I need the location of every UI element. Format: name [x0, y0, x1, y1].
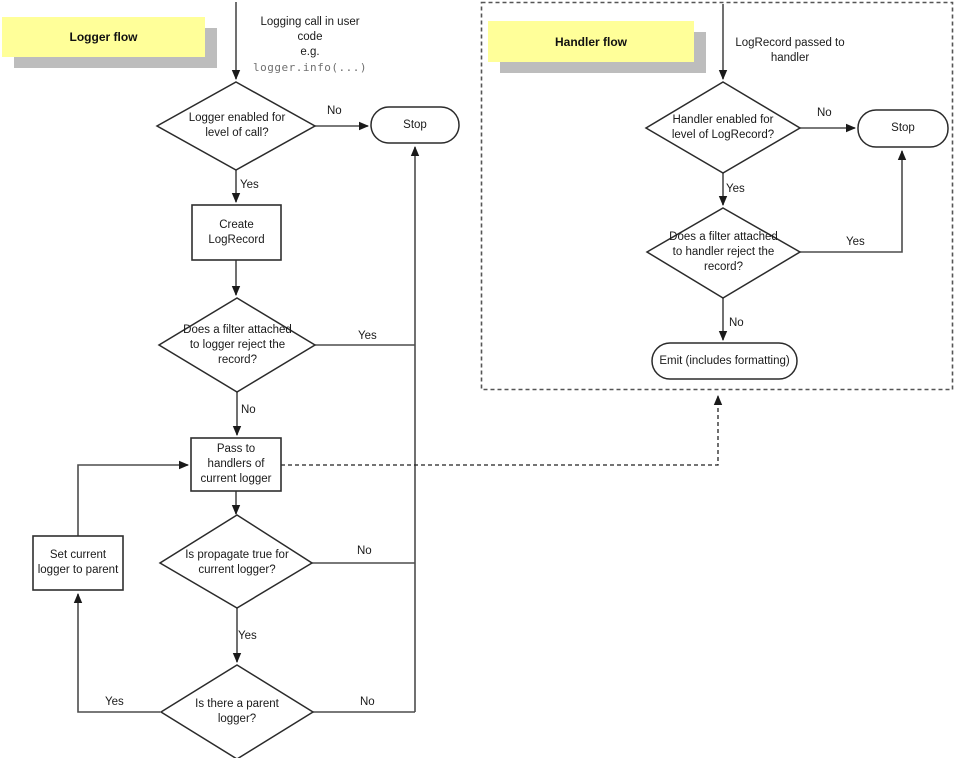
edge-label-enabled-no: No: [327, 105, 342, 117]
edge-label-filter-no: No: [241, 404, 256, 416]
edge-label-propagate-no: No: [357, 545, 372, 557]
connector-setcurrent-to-pass: [77, 460, 189, 536]
note-handler-flow-label: Handler flow: [554, 34, 627, 49]
terminator-emit-label: Emit (includes formatting): [659, 354, 790, 367]
decision-handler-filter: [645, 207, 802, 299]
decision-propagate-label: Is propagate true for current logger?: [185, 549, 289, 576]
note-handler-flow: Handler flow: [488, 21, 694, 62]
decision-handler-enabled: [644, 81, 802, 174]
connector-hfilter-yes-stop: [800, 150, 907, 253]
decision-logger-filter: [157, 297, 317, 393]
process-set-current-logger: [32, 535, 124, 591]
terminator-stop-logger-label: Stop: [403, 118, 427, 131]
note-logger-flow-label: Logger flow: [69, 30, 138, 44]
logger-start-code: logger.info(...): [253, 61, 367, 74]
edge-label-parent-no: No: [360, 696, 375, 708]
process-set-current-logger-label: Set current logger to parent: [37, 549, 119, 576]
process-pass-to-handlers: [190, 437, 282, 492]
terminator-stop-handler-label: Stop: [891, 122, 915, 134]
decision-parent-logger: [159, 664, 315, 758]
decision-logger-enabled: [155, 81, 317, 171]
connector-pass-to-handler-flow: [281, 395, 723, 466]
edge-label-henabled-yes: Yes: [726, 183, 745, 195]
edge-label-hfilter-no: No: [729, 317, 744, 329]
logger-start-label: Logging call in user code e.g.: [260, 16, 360, 58]
handler-start-label: LogRecord passed to handler: [735, 37, 845, 64]
edge-label-henabled-no: No: [817, 107, 832, 119]
process-create-logrecord-label: Create LogRecord: [208, 218, 265, 246]
terminator-stop-handler: [857, 109, 949, 148]
handler-flow-frame: [480, 1, 954, 391]
terminator-emit: [651, 342, 798, 380]
note-logger-flow: Logger flow: [2, 17, 205, 57]
edge-label-filter-yes: Yes: [358, 330, 377, 342]
edge-label-hfilter-yes: Yes: [846, 236, 865, 248]
decision-logger-filter-label: Does a filter attached to logger reject …: [183, 323, 292, 366]
edge-label-propagate-yes: Yes: [238, 630, 257, 642]
decision-handler-enabled-label: Handler enabled for level of LogRecord?: [671, 114, 775, 141]
terminator-stop-logger: [370, 106, 460, 144]
edge-label-parent-yes: Yes: [105, 696, 124, 708]
decision-logger-enabled-label: Logger enabled for level of call?: [188, 112, 286, 139]
edge-label-enabled-yes: Yes: [240, 179, 259, 191]
process-pass-to-handlers-label: Pass to handlers of current logger: [200, 443, 272, 485]
decision-handler-filter-label: Does a filter attached to handler reject…: [669, 230, 778, 273]
connector-parent-yes-setcurrent: [73, 593, 160, 713]
decision-propagate: [158, 514, 314, 609]
process-create-logrecord: [191, 204, 282, 261]
decision-parent-logger-label: Is there a parent logger?: [195, 698, 279, 725]
